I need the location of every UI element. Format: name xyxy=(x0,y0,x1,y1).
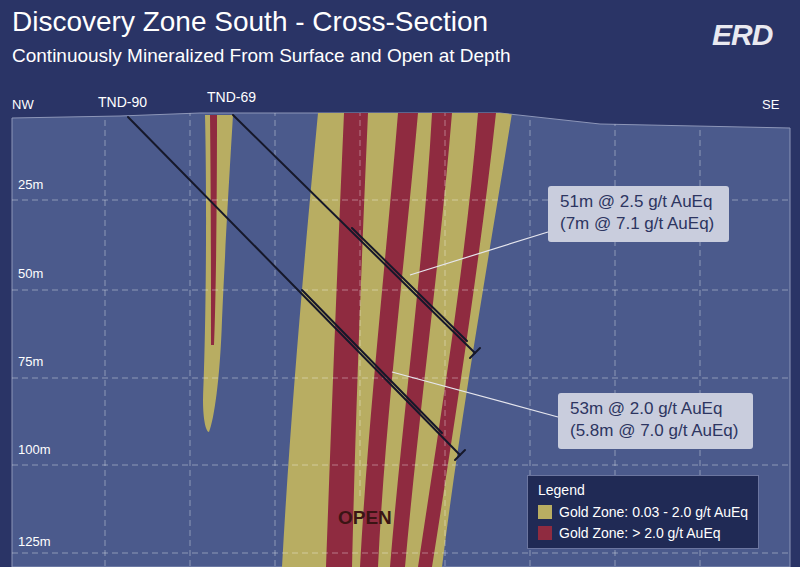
legend-entry: Gold Zone: > 2.0 g/t AuEq xyxy=(538,524,748,542)
callout-text: (7m @ 7.1 g/t AuEq) xyxy=(560,213,717,235)
drill-hole-label: TND-69 xyxy=(207,89,256,105)
callout-text: (5.8m @ 7.0 g/t AuEq) xyxy=(570,420,741,442)
legend-panel: LegendGold Zone: 0.03 - 2.0 g/t AuEqGold… xyxy=(527,475,759,549)
callout-box: 51m @ 2.5 g/t AuEq(7m @ 7.1 g/t AuEq) xyxy=(548,186,729,242)
drill-hole-label: TND-90 xyxy=(98,94,147,110)
depth-label: 50m xyxy=(18,267,43,282)
legend-swatch xyxy=(538,526,552,540)
legend-text: Gold Zone: 0.03 - 2.0 g/t AuEq xyxy=(559,503,748,521)
depth-label: 75m xyxy=(18,355,43,370)
legend-swatch xyxy=(538,505,552,519)
subtitle: Continuously Mineralized From Surface an… xyxy=(12,45,510,67)
drill-end-tick xyxy=(455,450,465,460)
high-grade-band xyxy=(418,113,496,567)
depth-label: 25m xyxy=(18,178,43,193)
legend-entry: Gold Zone: 0.03 - 2.0 g/t AuEq xyxy=(538,503,748,521)
drill-hole xyxy=(233,115,475,353)
high-grade-streak xyxy=(210,115,217,345)
chart-title: Discovery Zone South - Cross-Section xyxy=(12,6,488,38)
drill-intercept xyxy=(352,228,467,341)
depth-label: 125m xyxy=(18,535,51,550)
company-logo: ERD xyxy=(712,18,772,53)
callout-text: 51m @ 2.5 g/t AuEq xyxy=(560,191,717,213)
gold-zone-body xyxy=(282,113,512,567)
drill-end-tick xyxy=(470,348,480,358)
direction-label: SE xyxy=(762,98,779,113)
leader-lines xyxy=(392,232,558,417)
high-grade-band xyxy=(390,113,452,567)
drill-intercept xyxy=(302,290,442,433)
leader-line xyxy=(392,372,558,417)
direction-label: NW xyxy=(12,98,34,113)
section-ground xyxy=(12,113,790,567)
legend-title: Legend xyxy=(538,481,748,500)
leader-line xyxy=(410,232,548,275)
drill-holes xyxy=(128,115,480,460)
callout-box: 53m @ 2.0 g/t AuEq(5.8m @ 7.0 g/t AuEq) xyxy=(558,393,753,449)
open-marker: OPEN xyxy=(338,507,392,529)
depth-label: 100m xyxy=(18,443,51,458)
grid-lines xyxy=(12,110,790,567)
gold-zone-lens xyxy=(203,115,233,432)
callout-text: 53m @ 2.0 g/t AuEq xyxy=(570,398,741,420)
legend-text: Gold Zone: > 2.0 g/t AuEq xyxy=(559,524,721,542)
